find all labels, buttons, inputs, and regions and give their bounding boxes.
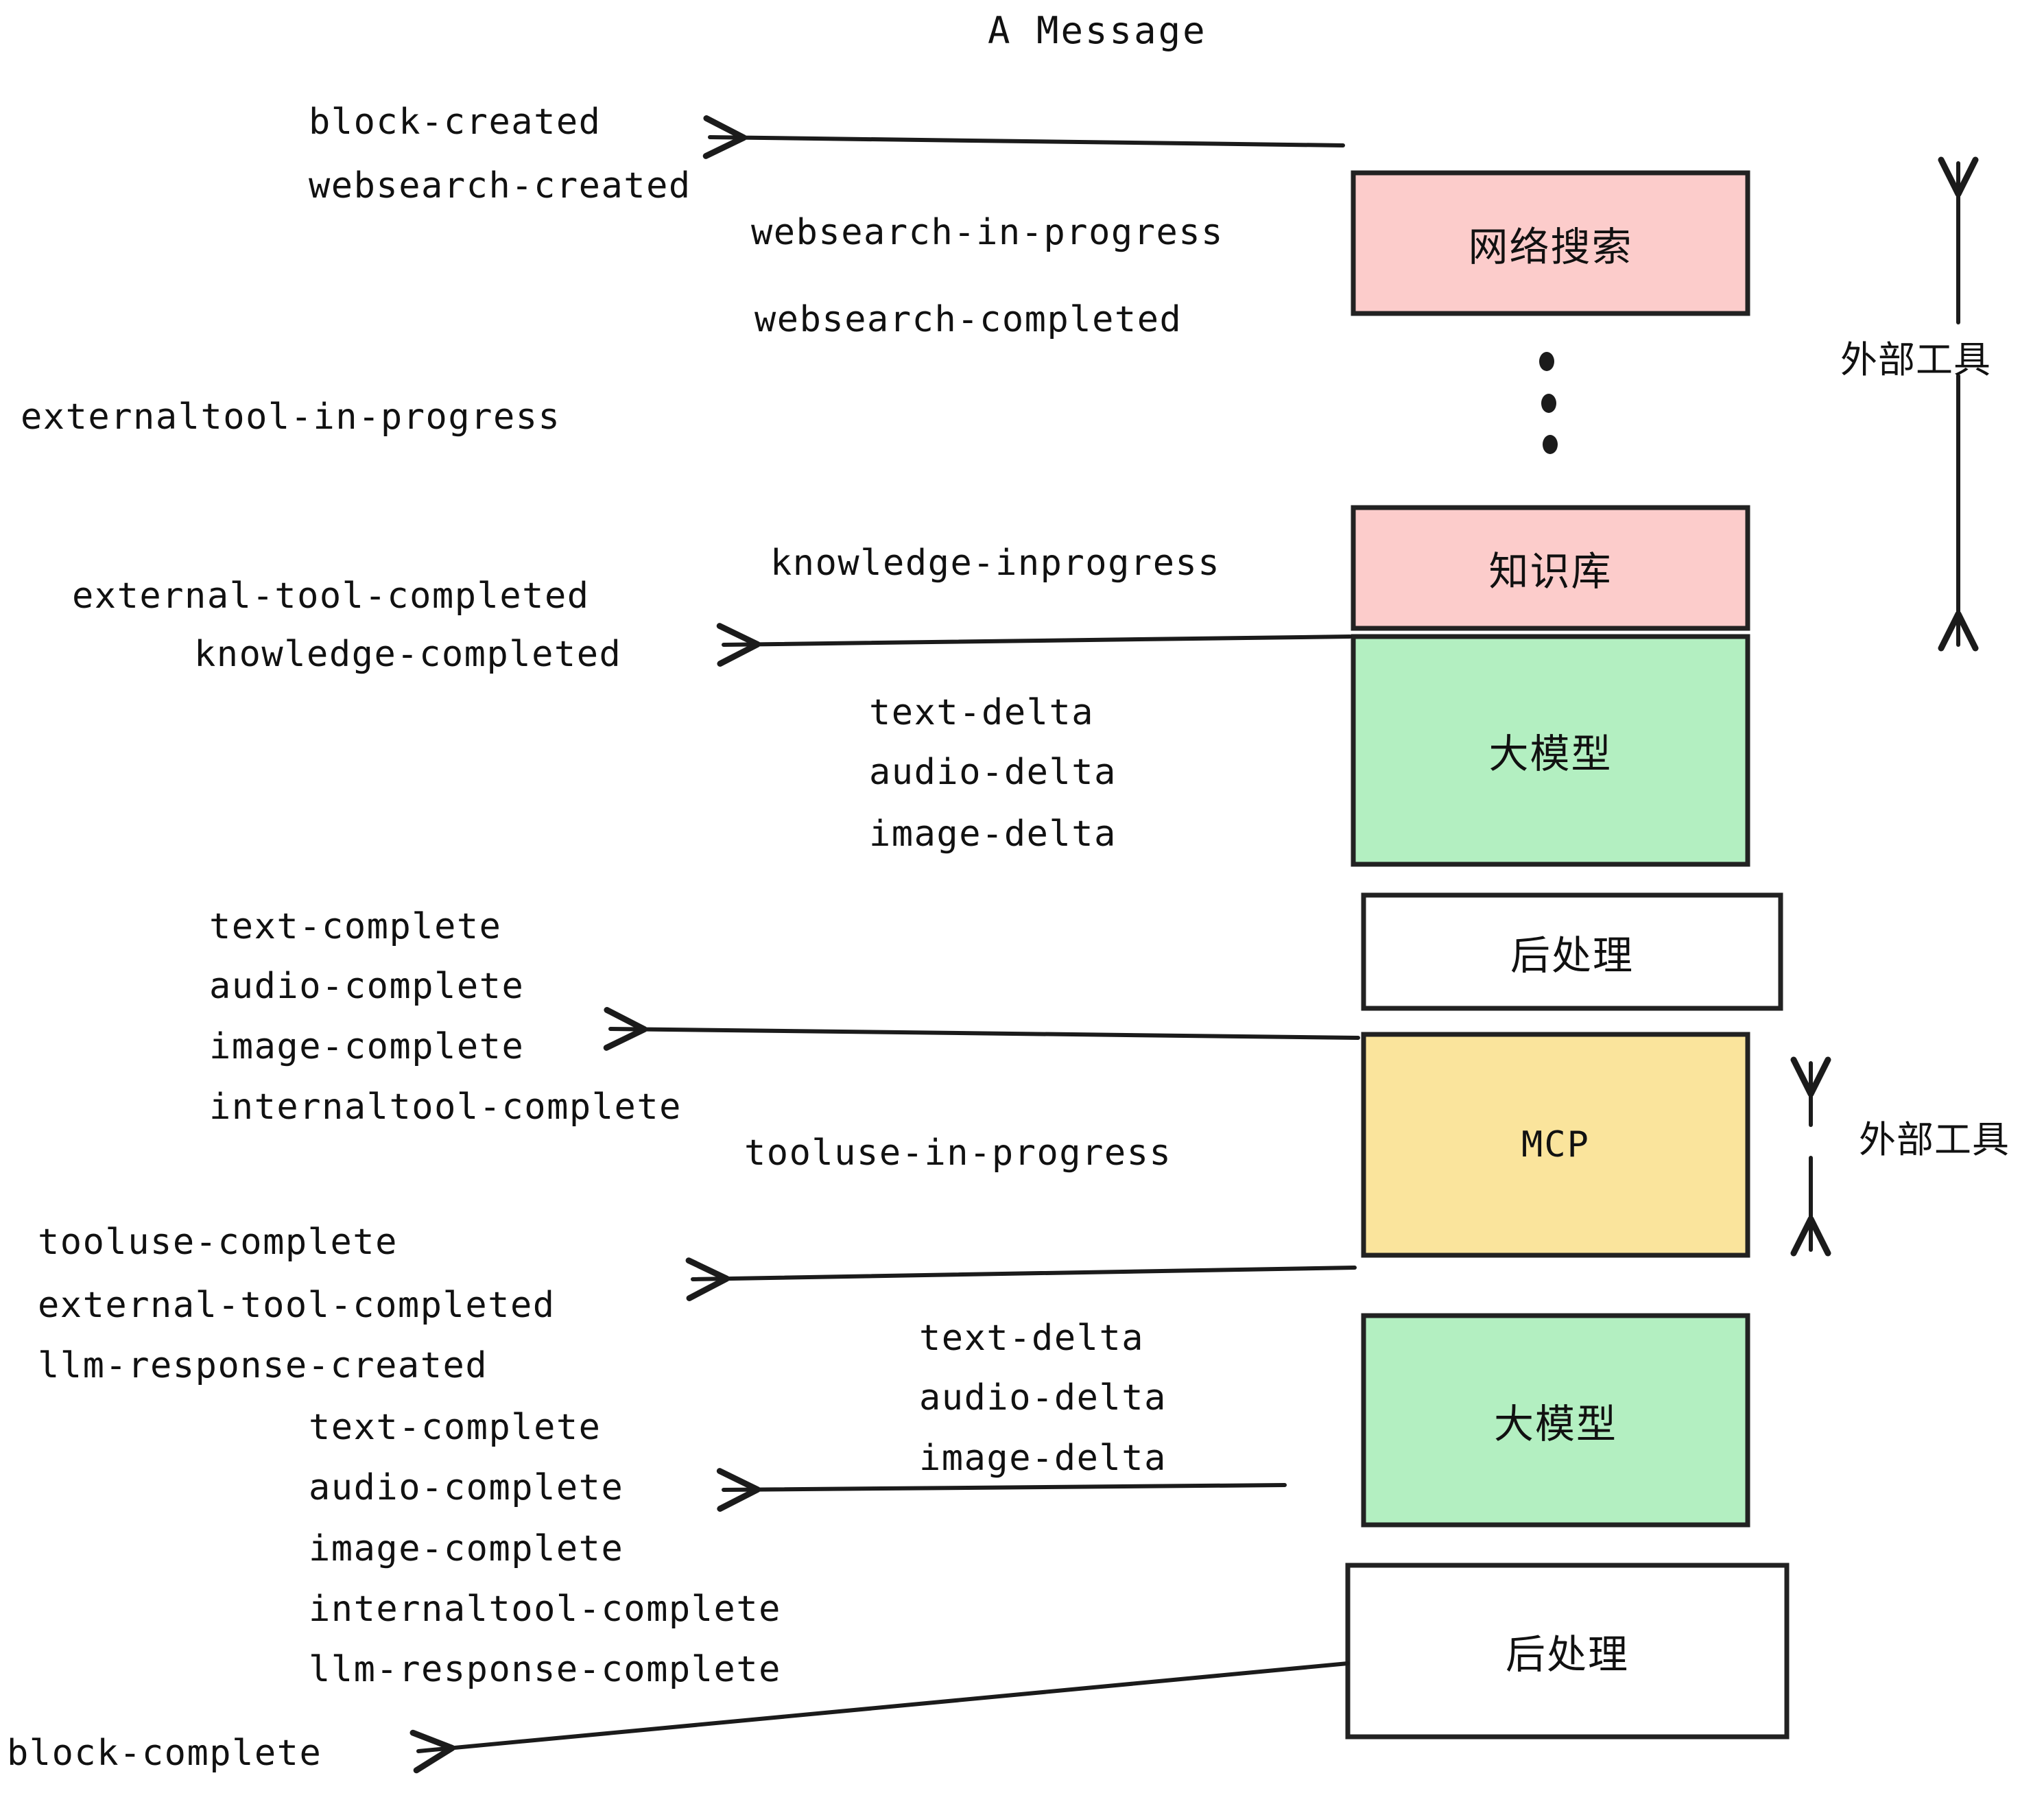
event-label-llm-response-created: llm-response-created — [38, 1345, 488, 1386]
box-postprocess-2[interactable] — [1345, 1563, 1790, 1740]
box-postprocess-1[interactable] — [1361, 892, 1783, 1011]
box-llm-2[interactable] — [1361, 1313, 1750, 1528]
event-label-tooluse-in-progress: tooluse-in-progress — [744, 1132, 1172, 1174]
box-knowledge[interactable] — [1351, 505, 1750, 631]
event-label-knowledge-completed: knowledge-completed — [194, 634, 622, 675]
event-label-text-delta-2: text-delta — [919, 1318, 1145, 1359]
event-label-external-tool-completed-1: external-tool-completed — [72, 575, 590, 617]
event-label-tooluse-complete: tooluse-complete — [38, 1222, 398, 1263]
arrow-to-block-created — [702, 115, 1345, 159]
event-label-block-created: block-created — [309, 102, 602, 143]
group-span-arrows — [1790, 156, 1979, 1257]
arrow-to-tooluse-complete — [685, 1257, 1357, 1301]
vertical-ellipsis — [1539, 352, 1558, 454]
process-boxes — [1345, 170, 1790, 1740]
event-label-externaltool-in-progress: externaltool-in-progress — [21, 396, 561, 438]
event-label-text-complete-2: text-complete — [309, 1407, 602, 1448]
event-label-text-complete-1: text-complete — [209, 906, 502, 947]
event-label-knowledge-inprogress: knowledge-inprogress — [770, 543, 1221, 584]
event-label-external-tool-completed-2: external-tool-completed — [38, 1285, 556, 1326]
event-label-image-delta-1: image-delta — [869, 814, 1117, 855]
arrow-to-image-complete — [603, 1007, 1360, 1051]
event-label-image-complete-1: image-complete — [209, 1026, 525, 1067]
event-label-websearch-completed: websearch-completed — [754, 299, 1183, 340]
event-label-internaltool-complete-1: internaltool-complete — [209, 1087, 682, 1128]
event-label-websearch-in-progress: websearch-in-progress — [751, 212, 1224, 253]
group-label-external-tools-bottom: 外部工具 — [1859, 1118, 2010, 1161]
box-llm-1[interactable] — [1351, 634, 1750, 867]
event-label-image-complete-2: image-complete — [309, 1528, 624, 1569]
arrow-to-block-complete — [409, 1661, 1350, 1774]
group-label-external-tools-top: 外部工具 — [1840, 338, 1991, 381]
dot-2 — [1541, 394, 1556, 413]
box-mcp[interactable] — [1361, 1032, 1750, 1258]
event-label-websearch-created: websearch-created — [309, 165, 691, 206]
dot-3 — [1543, 435, 1558, 454]
arrow-to-knowledge-completed — [716, 623, 1352, 667]
event-label-internaltool-complete-2: internaltool-complete — [309, 1589, 781, 1630]
event-label-text-delta-1: text-delta — [869, 692, 1095, 733]
event-arrows — [409, 115, 1360, 1774]
event-label-block-complete: block-complete — [7, 1733, 322, 1774]
page-title: A Message — [988, 9, 1207, 52]
event-label-audio-delta-1: audio-delta — [869, 752, 1117, 793]
event-label-audio-delta-2: audio-delta — [919, 1377, 1167, 1419]
event-label-llm-response-complete: llm-response-complete — [309, 1649, 781, 1690]
event-label-audio-complete-1: audio-complete — [209, 966, 525, 1007]
event-label-image-delta-2: image-delta — [919, 1438, 1167, 1479]
arrow-to-audio-complete — [716, 1468, 1287, 1512]
event-label-audio-complete-2: audio-complete — [309, 1467, 624, 1508]
dot-1 — [1539, 352, 1554, 371]
box-websearch[interactable] — [1351, 170, 1750, 316]
